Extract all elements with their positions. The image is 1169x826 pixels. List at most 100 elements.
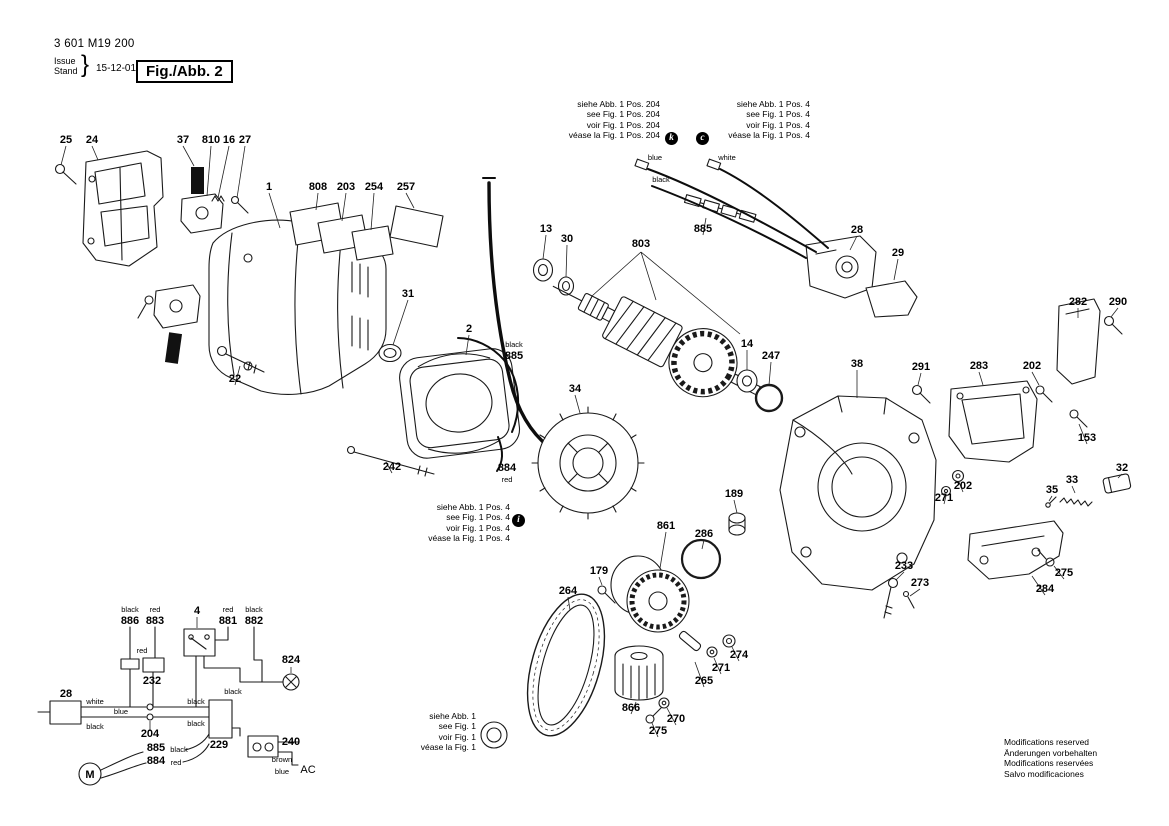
part-label-283: 283 bbox=[970, 360, 988, 372]
part-label-271: 271 bbox=[935, 492, 953, 504]
leader-line bbox=[895, 571, 905, 581]
label-plates bbox=[289, 202, 444, 261]
leader-line bbox=[567, 596, 571, 611]
washer-271-mid bbox=[940, 485, 952, 497]
note-see-fig1-pos204: siehe Abb. 1 Pos. 204 see Fig. 1 Pos. 20… bbox=[548, 99, 660, 141]
part-label-824: 824 bbox=[282, 654, 301, 666]
leader-line bbox=[206, 145, 212, 197]
part-label-881: 881 bbox=[219, 615, 237, 627]
screw-153 bbox=[1069, 409, 1088, 428]
part-label-14: 14 bbox=[741, 338, 754, 350]
leader-line bbox=[713, 657, 722, 675]
part-label-275: 275 bbox=[1055, 567, 1073, 579]
text-label-black: black bbox=[505, 340, 523, 349]
part-label-13: 13 bbox=[540, 223, 552, 235]
text-label-white: white bbox=[717, 153, 736, 162]
text-label-black: black bbox=[245, 605, 263, 614]
part-label-35: 35 bbox=[1046, 484, 1058, 496]
text-label-red: red bbox=[223, 605, 234, 614]
part-label-38: 38 bbox=[851, 358, 863, 370]
part-label-810: 810 bbox=[202, 134, 220, 146]
part-label-27: 27 bbox=[239, 134, 251, 146]
part-label-28: 28 bbox=[851, 224, 863, 236]
part-label-202: 202 bbox=[1023, 360, 1041, 372]
leader-line bbox=[917, 372, 922, 386]
note-line: see Fig. 1 bbox=[438, 721, 476, 732]
part-label-229: 229 bbox=[210, 739, 228, 751]
part-label-16: 16 bbox=[223, 134, 235, 146]
leader-line bbox=[268, 192, 281, 229]
text-label-blue: blue bbox=[275, 767, 289, 776]
armature-803 bbox=[552, 285, 761, 398]
badge-c: c bbox=[696, 132, 709, 145]
leader-line bbox=[385, 461, 393, 474]
pin-35 bbox=[1045, 496, 1057, 508]
leader-line bbox=[405, 192, 415, 209]
leader-line bbox=[651, 722, 659, 738]
text-label-brown: brown bbox=[272, 755, 292, 764]
bearing-cover-283 bbox=[948, 380, 1038, 463]
belt-264 bbox=[526, 593, 606, 737]
part-label-270: 270 bbox=[667, 713, 685, 725]
note-see-fig1-bottom: siehe Abb. 1 see Fig. 1 voir Fig. 1 véas… bbox=[408, 711, 476, 753]
carbon-brush-upper bbox=[180, 167, 249, 234]
pulley-861 bbox=[610, 555, 690, 633]
screw-22 bbox=[216, 345, 265, 374]
washer-271-low bbox=[706, 646, 718, 658]
part-label-24: 24 bbox=[86, 134, 99, 146]
leader-line bbox=[768, 361, 772, 386]
note-line: see Fig. 1 Pos. 204 bbox=[586, 109, 660, 120]
o-ring-286 bbox=[680, 538, 722, 580]
issue-label: Issue bbox=[54, 56, 76, 66]
note-line: see Fig. 1 Pos. 4 bbox=[446, 512, 510, 523]
note-line: véase la Fig. 1 bbox=[420, 742, 476, 753]
part-label-232: 232 bbox=[143, 675, 161, 687]
text-label-blue: blue bbox=[114, 707, 128, 716]
switch-assembly-28 bbox=[805, 235, 877, 299]
part-label-254: 254 bbox=[365, 181, 384, 193]
leader-line bbox=[182, 145, 195, 167]
footer-line: Modifications reservées bbox=[1004, 758, 1094, 769]
part-label-257: 257 bbox=[397, 181, 415, 193]
part-label-885: 885 bbox=[694, 223, 712, 235]
screw-242 bbox=[346, 445, 435, 477]
text-label-black: black bbox=[652, 175, 670, 184]
part-label-153: 153 bbox=[1078, 432, 1096, 444]
part-label-866: 866 bbox=[622, 702, 640, 714]
part-label-803: 803 bbox=[632, 238, 650, 250]
leader-line bbox=[234, 365, 241, 386]
text-label-red: red bbox=[150, 605, 161, 614]
leader-line bbox=[236, 145, 246, 199]
part-label-247: 247 bbox=[762, 350, 780, 362]
note-line: siehe Abb. 1 bbox=[429, 711, 476, 721]
leader-line bbox=[1053, 565, 1065, 580]
footer-line: Änderungen vorbehalten bbox=[1004, 747, 1098, 758]
leader-line bbox=[1048, 495, 1053, 502]
leader-line bbox=[565, 244, 568, 278]
part-label-273: 273 bbox=[911, 577, 929, 589]
part-label-240: 240 bbox=[282, 736, 300, 748]
footer-line: Salvo modificaciones bbox=[1004, 768, 1084, 779]
leader-line bbox=[370, 192, 375, 231]
part-label-32: 32 bbox=[1116, 462, 1128, 474]
exploded-drawing: M 25243781016271808203254257223122421330… bbox=[37, 134, 1132, 786]
leader-line bbox=[315, 192, 319, 211]
part-label-204: 204 bbox=[141, 728, 160, 740]
issue-stand-brace: } bbox=[81, 51, 90, 78]
leader-line bbox=[60, 145, 67, 166]
part-label-271: 271 bbox=[712, 662, 730, 674]
issue-date: 15-12-01 bbox=[96, 63, 137, 74]
leader-line bbox=[701, 539, 705, 550]
issue-stand-block: Issue Stand bbox=[54, 56, 78, 76]
spacer-189 bbox=[728, 512, 746, 536]
washer-202-mid bbox=[951, 469, 965, 483]
part-label-265: 265 bbox=[695, 675, 713, 687]
washer-270 bbox=[658, 697, 670, 709]
note-line: see Fig. 1 Pos. 4 bbox=[746, 109, 810, 120]
leader-line bbox=[893, 258, 899, 281]
note-line: siehe Abb. 1 Pos. 4 bbox=[736, 99, 810, 109]
note-line: véase la Fig. 1 Pos. 4 bbox=[428, 533, 510, 544]
stand-label: Stand bbox=[54, 66, 78, 76]
